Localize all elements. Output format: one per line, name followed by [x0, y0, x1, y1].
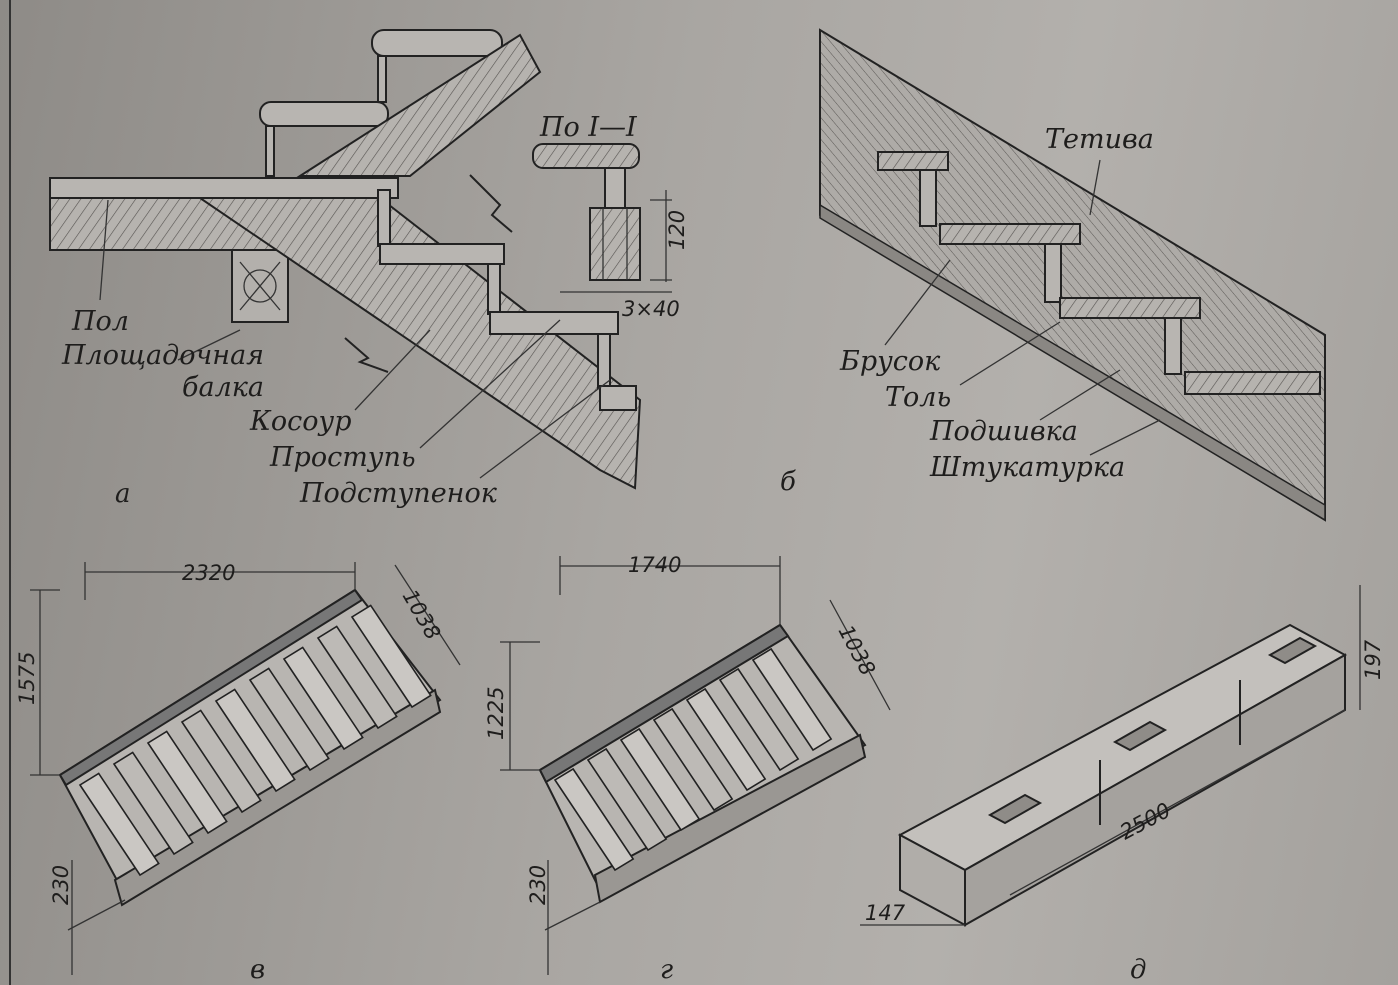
flight-step [214, 688, 296, 793]
label-landing-beam-2: балка [182, 372, 264, 403]
section-tread [532, 143, 640, 169]
dim-g-height: 1225 [484, 687, 508, 740]
flight-step [685, 687, 767, 792]
caption-v: в [250, 955, 265, 985]
dim-d-height: 197 [1361, 639, 1385, 680]
caption-g: г [660, 955, 673, 985]
flight-step [146, 730, 228, 835]
label-roofing-felt: Толь [885, 382, 951, 413]
caption-d: д [1130, 955, 1146, 985]
floor-board [49, 177, 399, 199]
dim-v-height: 1575 [15, 652, 39, 705]
flight-step [316, 625, 398, 730]
step-b-4 [1184, 371, 1321, 395]
flight-step [619, 727, 701, 832]
upper-tread-second [259, 101, 389, 127]
dim-v-length: 2320 [182, 561, 235, 585]
plaster-band [819, 203, 1326, 522]
dim-g-width: 1038 [834, 621, 880, 679]
label-stringer: Косоур [249, 406, 351, 437]
flight-step [652, 707, 734, 812]
label-plaster: Штукатурка [929, 452, 1125, 483]
flight-step [180, 709, 262, 814]
label-floor: Пол [71, 306, 129, 337]
caption-a: а [115, 479, 131, 509]
upper-stringer [296, 33, 542, 177]
tread-1 [379, 243, 505, 265]
caption-b: б [780, 467, 796, 497]
lower-stringer [196, 197, 642, 490]
flight-step [586, 747, 668, 852]
section-height-dim: 120 [665, 210, 689, 250]
flight-step [112, 751, 194, 856]
tread-3 [599, 385, 637, 411]
flight-step [248, 667, 330, 772]
step-b-2 [939, 223, 1081, 245]
label-bar: Брусок [839, 346, 941, 377]
step-b-1 [877, 151, 949, 171]
upper-tread-top [371, 29, 503, 57]
dim-g-length: 1740 [628, 553, 681, 577]
figure-b-string-stair: Тетива Брусок Толь Подшивка Штукатурка б [780, 28, 1326, 522]
dim-d-width: 147 [865, 901, 906, 925]
dim-g-base: 230 [526, 865, 550, 905]
label-riser: Подступенок [299, 478, 498, 509]
label-string: Тетива [1045, 124, 1154, 155]
flight-step [553, 767, 635, 872]
section-stringer [589, 207, 641, 281]
flight-step [78, 772, 160, 877]
dim-v-width: 1038 [398, 586, 446, 644]
step-b-3 [1059, 297, 1201, 319]
flight-step [751, 647, 833, 752]
flight-step [282, 646, 364, 751]
tread-2 [489, 311, 619, 335]
section-title: По I—I [539, 112, 638, 143]
figure-d-stringer-beam: 197 2500 147 д [860, 585, 1385, 985]
figure-g-precast-flight: 1740 1038 1225 230 г [484, 553, 891, 985]
section-width-dim: 3×40 [622, 297, 680, 321]
label-tread: Проступь [269, 442, 416, 473]
figure-v-precast-flight: 2320 1038 1575 230 в [15, 561, 461, 985]
figure-a-stringer-stair: По I—I 120 3×40 Пол Площадочная балка Ко… [49, 29, 689, 509]
label-landing-beam-1: Площадочная [61, 340, 264, 371]
flight-step [718, 667, 800, 772]
dim-v-base: 230 [49, 865, 73, 905]
flight-step [350, 604, 432, 709]
label-lining: Подшивка [929, 416, 1078, 447]
